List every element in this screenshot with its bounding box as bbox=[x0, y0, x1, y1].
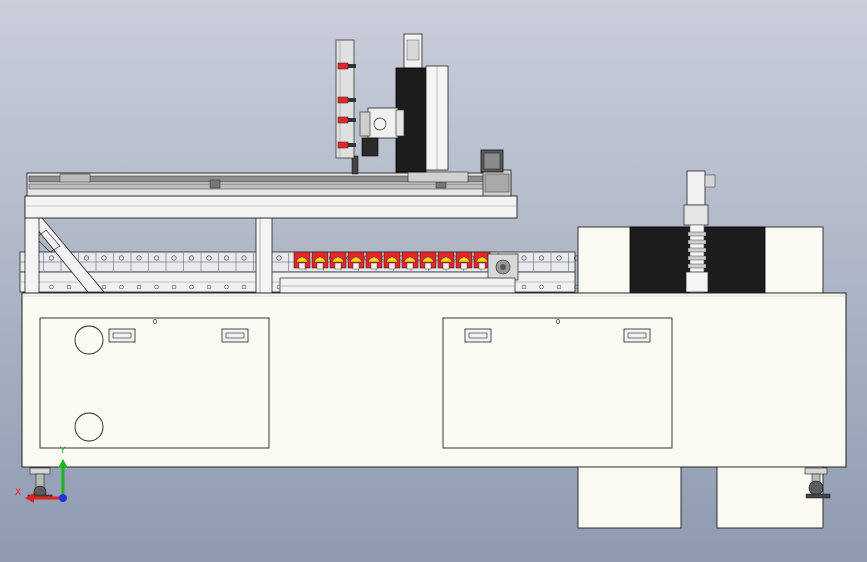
conveyor-roller bbox=[43, 253, 54, 290]
product-part bbox=[473, 251, 491, 270]
product-part bbox=[455, 251, 473, 270]
product-part bbox=[401, 251, 419, 270]
door-left-mark: 0 bbox=[153, 318, 157, 326]
door-handle-left-1 bbox=[108, 328, 136, 343]
conveyor-roller bbox=[148, 253, 160, 290]
right-station bbox=[577, 170, 824, 298]
spindle-ring bbox=[687, 239, 707, 245]
conveyor-roller bbox=[218, 253, 230, 290]
conveyor-roller bbox=[550, 253, 562, 290]
cabinet-door-left[interactable]: 0 bbox=[39, 317, 270, 449]
door-right-mark: 0 bbox=[556, 318, 560, 326]
door-handle-left-2 bbox=[221, 328, 249, 343]
spindle-ring bbox=[687, 231, 707, 237]
vacuum-cup bbox=[337, 96, 356, 104]
conveyor-roller bbox=[200, 253, 212, 290]
product-part bbox=[311, 251, 329, 270]
stopper-mechanism bbox=[279, 253, 519, 295]
x-axis-label: X bbox=[15, 488, 21, 498]
product-part bbox=[383, 251, 401, 270]
product-part bbox=[437, 251, 455, 270]
door-handle-right-2 bbox=[623, 328, 651, 343]
spindle-ring bbox=[687, 255, 707, 261]
product-part bbox=[293, 251, 311, 270]
spindle-ring bbox=[687, 247, 707, 253]
product-part bbox=[329, 251, 347, 270]
coordinate-triad: Y X bbox=[15, 446, 68, 503]
conveyor-roller bbox=[183, 253, 195, 290]
lower-box-right bbox=[716, 466, 824, 529]
vertical-axis-carriage bbox=[335, 33, 449, 175]
conveyor-roller bbox=[533, 253, 544, 290]
fan-vent-bottom bbox=[74, 412, 104, 442]
product-part bbox=[365, 251, 383, 270]
conveyor-roller bbox=[130, 253, 142, 290]
gantry-frame bbox=[24, 149, 518, 297]
y-axis-label: Y bbox=[59, 446, 66, 456]
cabinet-door-right[interactable]: 0 bbox=[442, 317, 673, 449]
door-handle-right-1 bbox=[464, 328, 492, 343]
fan-vent-top bbox=[74, 325, 104, 355]
vacuum-cup bbox=[337, 141, 356, 149]
vacuum-cup bbox=[337, 116, 356, 124]
conveyor-roller bbox=[113, 253, 125, 290]
conveyor-roller bbox=[95, 253, 107, 290]
product-part bbox=[347, 251, 365, 270]
spindle-ring bbox=[687, 263, 707, 269]
product-part bbox=[419, 251, 437, 270]
conveyor-roller bbox=[165, 253, 177, 290]
conveyor-products bbox=[293, 251, 491, 270]
caster-foot-right bbox=[804, 467, 831, 499]
conveyor-roller bbox=[235, 253, 247, 290]
vacuum-cup bbox=[337, 62, 356, 70]
lower-box-left bbox=[577, 466, 682, 529]
